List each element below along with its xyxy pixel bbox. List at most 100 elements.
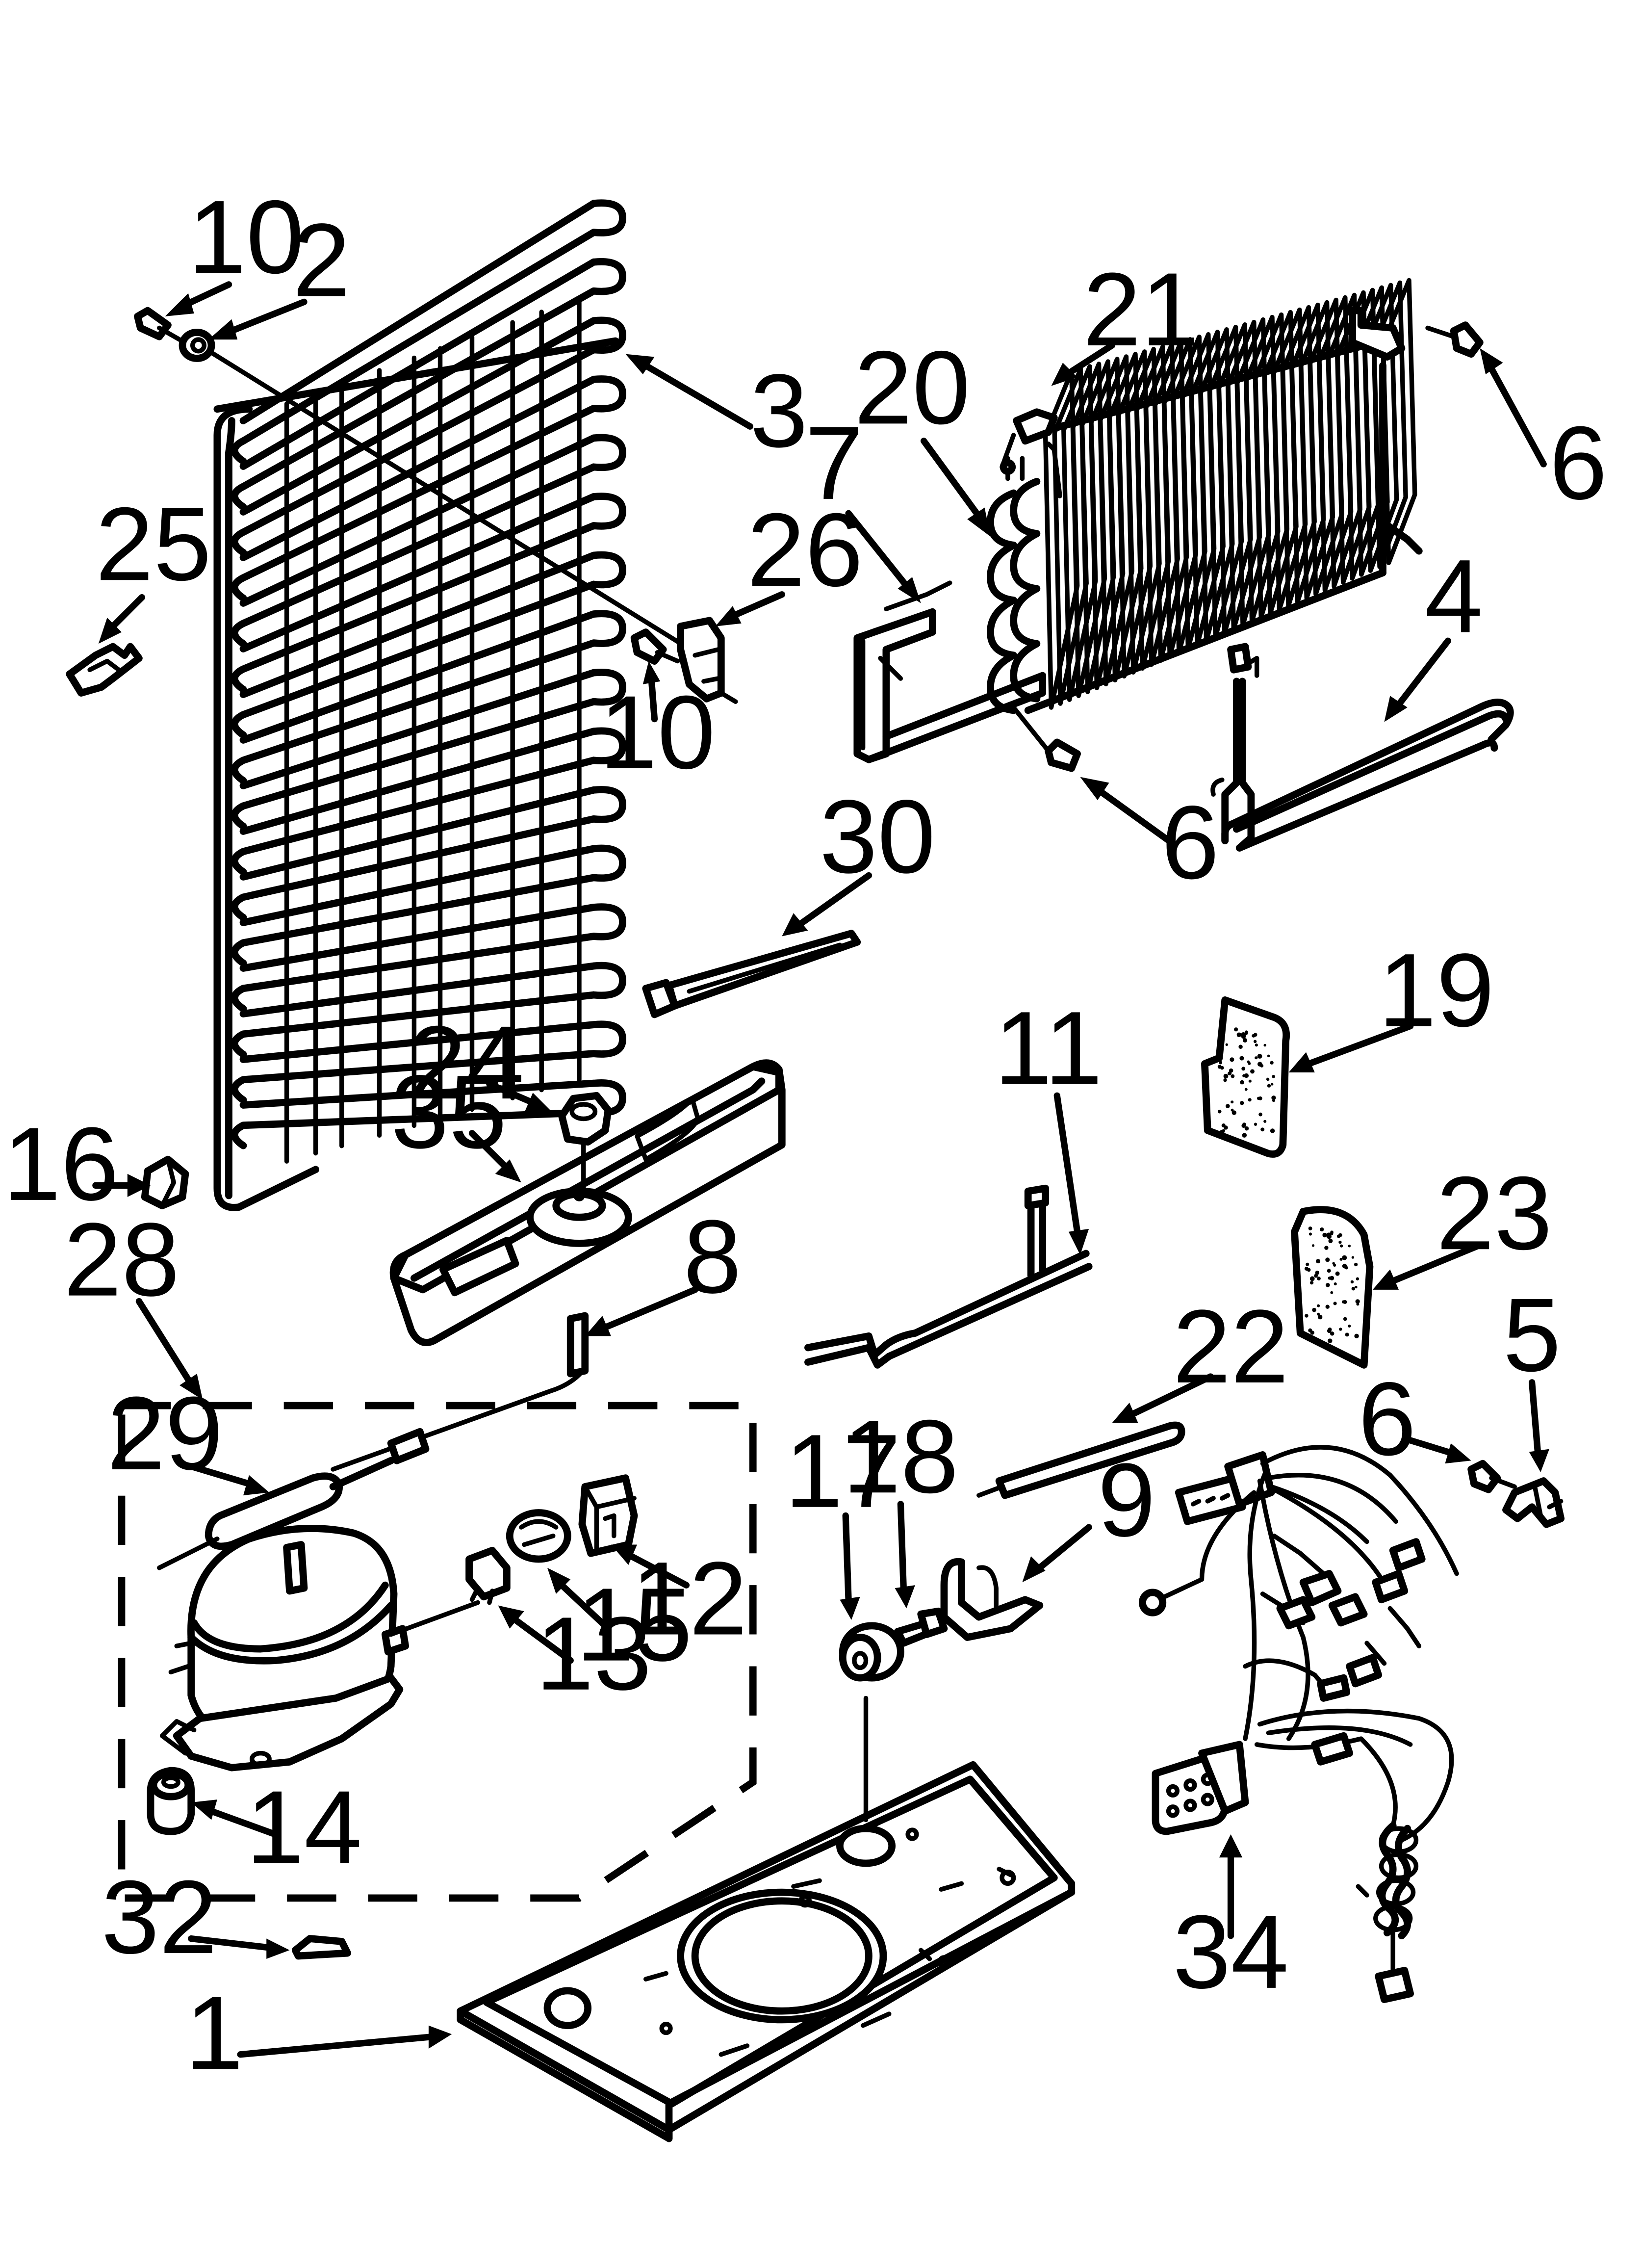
foam-speck <box>1241 1032 1246 1037</box>
foam-speck <box>1341 1300 1345 1303</box>
foam-speck <box>1241 1067 1246 1071</box>
bracket-part-26 <box>677 617 738 704</box>
grommet-part-14 <box>147 1767 195 1835</box>
foam-speck <box>1342 1255 1347 1260</box>
foam-speck <box>1232 1110 1237 1115</box>
foam-block-part-23 <box>1291 1206 1374 1369</box>
tube-part-22 <box>976 1421 1185 1499</box>
foam-speck <box>1339 1328 1342 1331</box>
foam-speck <box>1324 1246 1329 1250</box>
foam-speck <box>1222 1129 1225 1132</box>
drain-pan-part-35 <box>389 1059 786 1346</box>
foam-speck <box>1355 1285 1358 1289</box>
screw-part-6-evaporator <box>1011 705 1081 772</box>
foam-speck <box>1307 1268 1311 1272</box>
foam-speck <box>1336 1234 1341 1238</box>
screw-part-10 <box>134 307 182 342</box>
foam-speck <box>1219 1061 1223 1065</box>
foam-speck <box>1236 1032 1242 1037</box>
overload-part-13 <box>465 1546 511 1605</box>
callout-16: 16 <box>3 1106 119 1223</box>
foam-speck <box>1244 1073 1249 1078</box>
callout-30: 30 <box>820 779 935 895</box>
defrost-heater-part-4 <box>1210 643 1514 852</box>
callout-1: 1 <box>185 1975 243 2091</box>
callout-25: 25 <box>96 486 211 602</box>
foam-speck <box>1317 1304 1320 1307</box>
foam-speck <box>1255 1043 1258 1047</box>
callout-21: 21 <box>1083 252 1199 368</box>
foam-speck <box>1328 1238 1333 1243</box>
foam-speck <box>1266 1077 1270 1081</box>
foam-speck <box>1326 1283 1330 1287</box>
foam-speck <box>1241 1123 1246 1128</box>
foam-speck <box>1257 1096 1260 1100</box>
foam-speck <box>1244 1126 1249 1131</box>
foam-speck <box>1317 1277 1321 1281</box>
foam-block-part-19 <box>1201 996 1290 1158</box>
foam-speck <box>1342 1263 1347 1269</box>
foam-speck <box>1356 1303 1360 1306</box>
tube-part-11 <box>804 1184 1093 1369</box>
foam-speck <box>1327 1329 1332 1333</box>
callout-3: 3 <box>750 353 808 469</box>
foam-speck <box>1270 1128 1275 1133</box>
foam-speck <box>1354 1262 1358 1267</box>
foam-speck <box>1226 1104 1230 1108</box>
foam-speck <box>1330 1291 1334 1294</box>
evaporator-fins <box>1043 278 1417 710</box>
foam-speck <box>1223 1078 1227 1082</box>
foam-speck <box>1231 1074 1235 1078</box>
foam-speck <box>1242 1074 1246 1078</box>
foam-speck <box>1345 1332 1349 1337</box>
evaporator-fin <box>1371 280 1408 569</box>
foam-speck <box>1338 1240 1342 1244</box>
foam-speck <box>1317 1312 1320 1316</box>
callout-17: 17 <box>785 1413 900 1530</box>
callout-11: 11 <box>994 991 1103 1107</box>
foam-speck <box>1332 1262 1335 1265</box>
foam-speck <box>1306 1262 1309 1266</box>
foam-speck <box>1270 1083 1274 1086</box>
foam-speck <box>1248 1079 1252 1083</box>
evaporator-fin <box>1381 278 1417 565</box>
foam-speck <box>1343 1317 1347 1321</box>
foam-speck <box>1308 1334 1312 1338</box>
condenser-coil <box>231 199 626 1164</box>
foam-speck <box>1308 1232 1312 1236</box>
clip-part-5 <box>1502 1477 1565 1528</box>
relay-part-15 <box>506 1509 571 1563</box>
foam-speck <box>1326 1232 1332 1238</box>
foam-speck <box>1222 1026 1226 1031</box>
foam-speck <box>1350 1280 1354 1284</box>
callout-28: 28 <box>64 1202 180 1318</box>
foam-speck <box>1328 1276 1332 1280</box>
compressor-assembly-boundary-part-28 <box>118 1402 757 1902</box>
callout-22: 22 <box>1173 1289 1288 1405</box>
drain-trough-part-7 <box>853 580 1047 763</box>
callout-6-top: 6 <box>1549 405 1607 521</box>
foam-speck <box>1272 1075 1275 1078</box>
foam-speck <box>1258 1112 1262 1117</box>
spacer-part-2 <box>179 328 215 362</box>
compressor <box>159 1525 481 1772</box>
foam-speck <box>1355 1299 1360 1304</box>
foam-speck <box>1330 1331 1334 1336</box>
callout-18: 18 <box>843 1399 958 1515</box>
foam-speck <box>1250 1069 1255 1074</box>
foam-speck <box>1351 1256 1355 1259</box>
drain-tube-part-8 <box>331 1312 589 1472</box>
foam-19-speckle <box>1217 1026 1276 1138</box>
foam-speck <box>1267 1084 1271 1088</box>
bracket-part-9 <box>940 1558 1044 1641</box>
foam-speck <box>1309 1276 1315 1281</box>
foam-speck <box>1339 1244 1343 1248</box>
callout-32: 32 <box>102 1859 217 1976</box>
foam-speck <box>1309 1281 1314 1285</box>
foam-speck <box>1254 1122 1257 1126</box>
foam-speck <box>1238 1044 1243 1049</box>
nut-part-24 <box>558 1092 612 1197</box>
clip-part-25 <box>66 643 143 697</box>
callout-6-evaporator: 6 <box>1161 784 1219 901</box>
foam-speck <box>1257 1062 1262 1067</box>
